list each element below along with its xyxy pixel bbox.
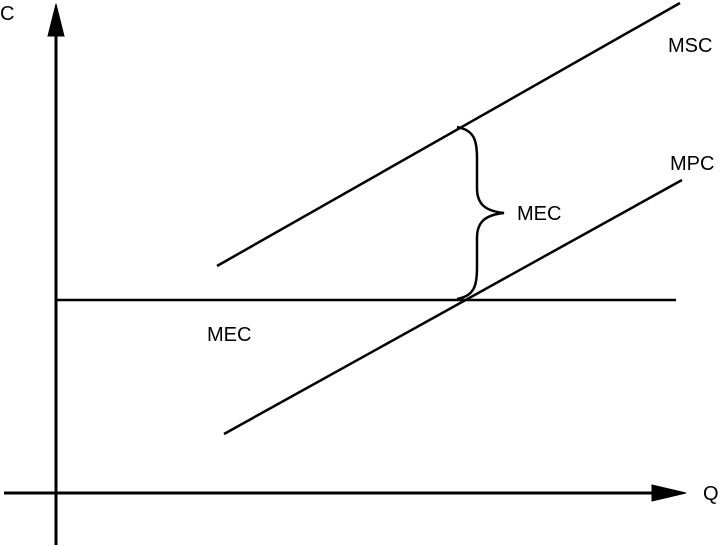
mpc-line (223, 178, 683, 436)
x-axis-label: Q (703, 483, 719, 505)
mec-brace (456, 125, 505, 301)
y-axis-label: C (0, 3, 14, 25)
mpc-label: MPC (670, 153, 714, 175)
x-axis-arrowhead (651, 484, 687, 502)
msc-label: MSC (668, 35, 712, 57)
mec-brace-label: MEC (517, 203, 561, 225)
mec-horizontal-label: MEC (207, 324, 251, 346)
msc-line (216, 1, 681, 268)
y-axis-arrowhead (47, 3, 65, 37)
